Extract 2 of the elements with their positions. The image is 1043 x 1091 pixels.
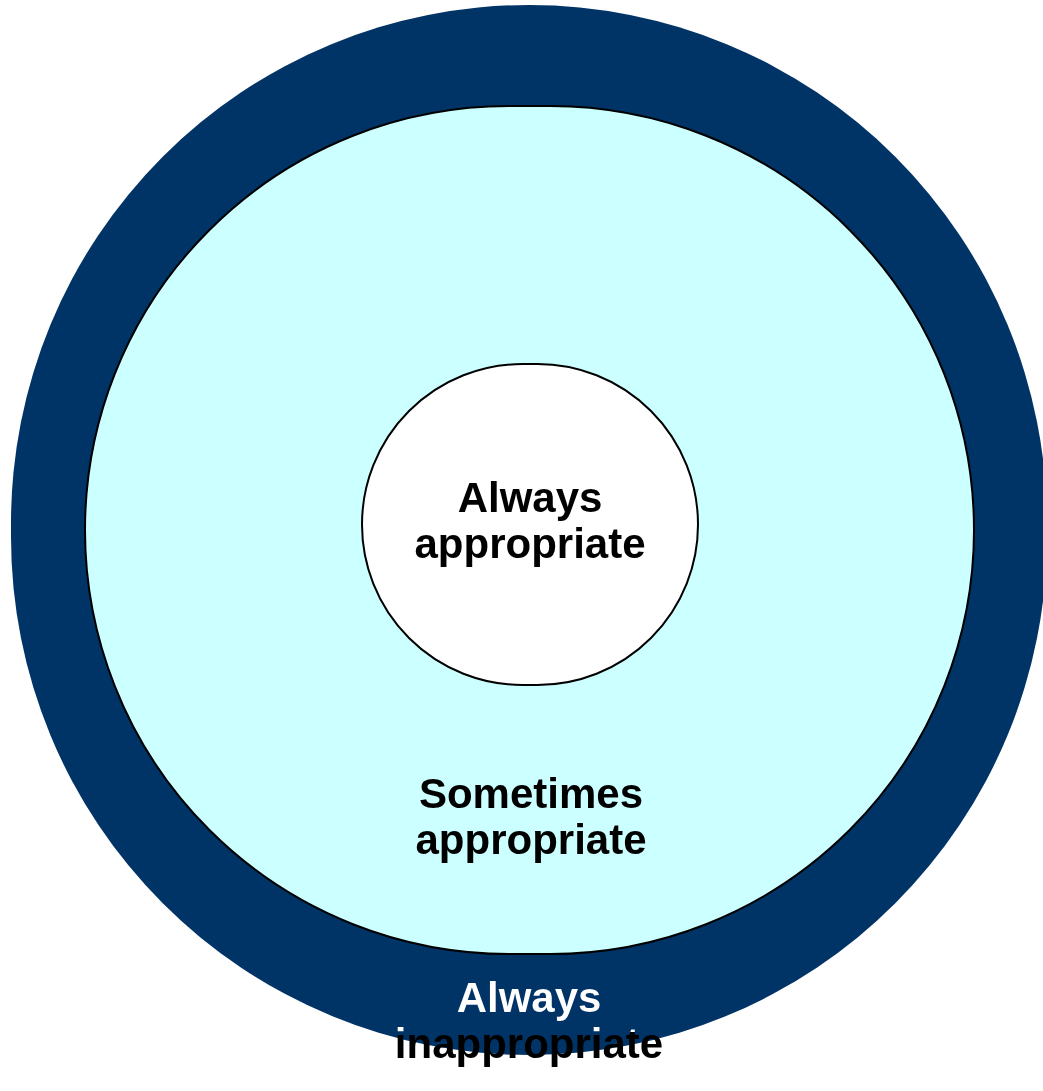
- region-label: Always appropriate: [413, 475, 647, 567]
- region-label: Sometimes appropriate: [414, 771, 648, 863]
